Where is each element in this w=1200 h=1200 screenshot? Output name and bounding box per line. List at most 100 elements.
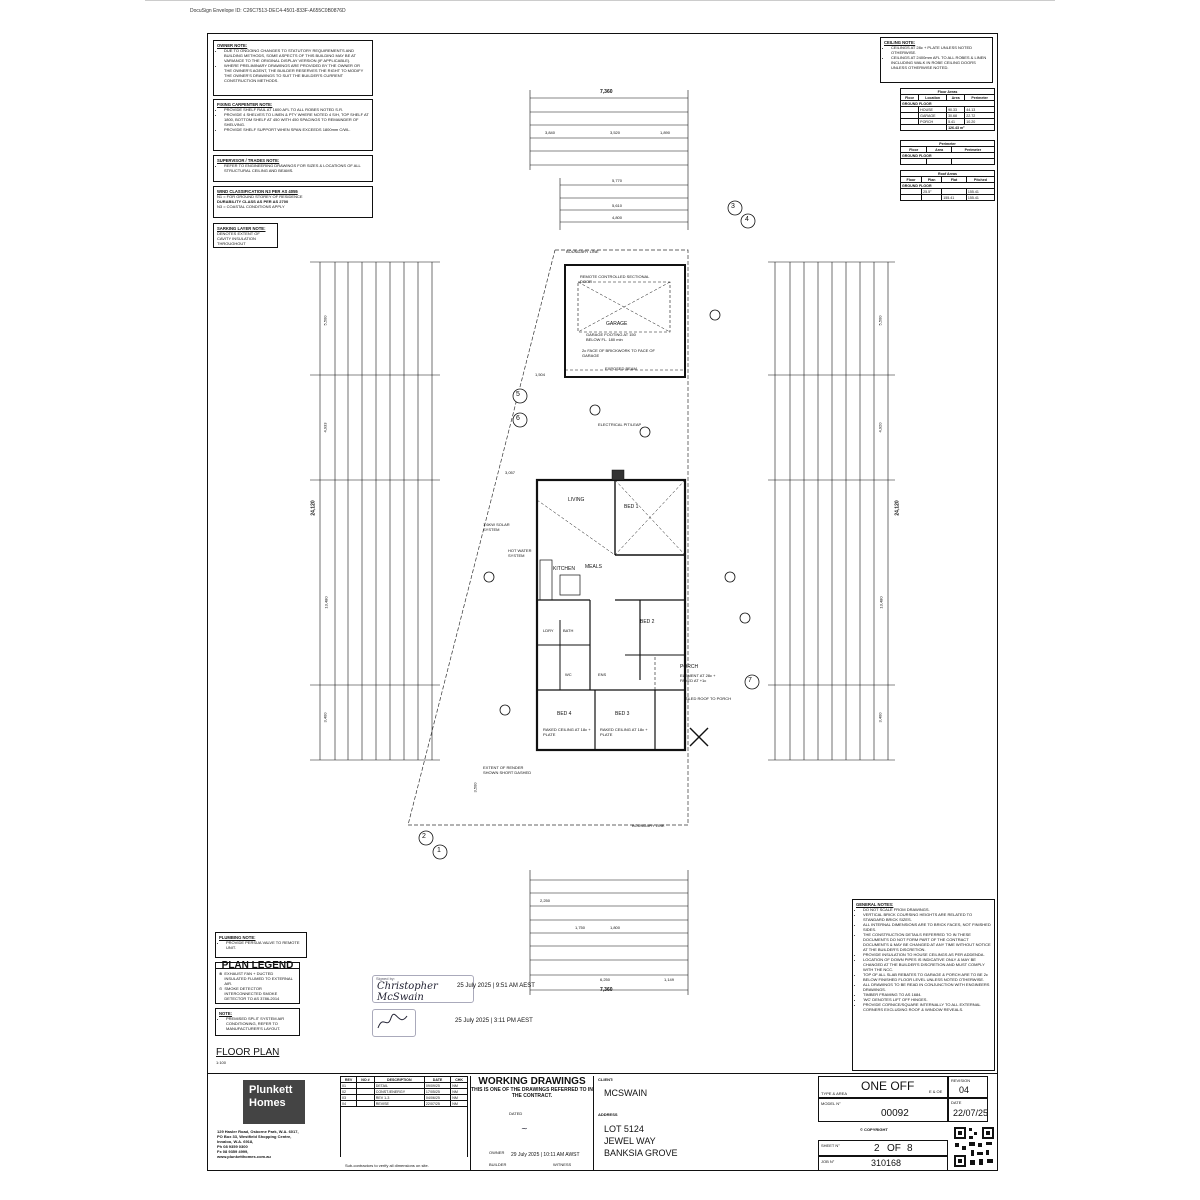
date-cell: DATE 22/07/25 bbox=[948, 1098, 988, 1122]
drawing-sheet bbox=[207, 33, 998, 1171]
garage-walls bbox=[564, 264, 686, 378]
dim-top-2: 3,520 bbox=[610, 130, 621, 135]
dim-garage-opening-inner: 4,800 bbox=[612, 215, 623, 220]
dim-top-1: 3,840 bbox=[545, 130, 556, 135]
supervisor-note-item: REFER TO ENGINEERING DRAWINGS FOR SIZES … bbox=[224, 163, 369, 173]
address-line: Fx 08 9359 4999, bbox=[217, 1149, 249, 1154]
general-note-item: ALL DRAWINGS TO BE READ IN CONJUNCTION W… bbox=[863, 982, 991, 992]
signature-date-2: 25 July 2025 | 3:11 PM AEST bbox=[455, 1018, 533, 1024]
porch-note-label: ELEMENT AT 28c + PAVED AT +1c bbox=[680, 673, 716, 683]
dim-top-3: 1,890 bbox=[660, 130, 671, 135]
floor-area-total: 126.43 m² bbox=[946, 124, 995, 131]
site-address-line: BANKSIA GROVE bbox=[604, 1148, 678, 1158]
room-label-bed4: BED 4 bbox=[557, 711, 572, 717]
boundary-line bbox=[407, 249, 689, 826]
section-marker-1 bbox=[432, 844, 448, 860]
dim-setback-garage: 1,504 bbox=[535, 372, 546, 377]
sheet-label: SHEET N° bbox=[821, 1143, 840, 1148]
eoe-label: E & OE bbox=[929, 1089, 943, 1094]
dim-right-3: 13,480 bbox=[878, 596, 884, 609]
sheet-total: 8 bbox=[907, 1143, 913, 1154]
section-marker-5 bbox=[512, 388, 528, 404]
owner-note: OWNER NOTE: DUE TO ONGOING CHANGES TO ST… bbox=[213, 40, 373, 96]
section-marker-4 bbox=[740, 213, 756, 229]
house-walls bbox=[535, 478, 687, 752]
sarking-note: SARKING LAYER NOTE: DENOTES EXTENT OF CA… bbox=[213, 223, 278, 248]
witness-label: WITNESS bbox=[553, 1162, 572, 1167]
signature-label: Signed by: bbox=[376, 976, 395, 981]
model-cell: MODEL N° 00092 bbox=[818, 1098, 948, 1122]
section-marker-7 bbox=[744, 674, 760, 690]
hot-water-unit bbox=[611, 469, 625, 481]
table-cell bbox=[921, 194, 943, 201]
electrical-label: ELECTRICAL PIT/LEAP bbox=[598, 422, 642, 427]
wind-note-line: N3 = COASTAL CONDITIONS APPLY bbox=[217, 204, 285, 209]
model-label: MODEL N° bbox=[821, 1101, 841, 1106]
dim-garage-opening: 5,610 bbox=[612, 203, 623, 208]
dim-bottom-1: 2,250 bbox=[540, 898, 551, 903]
signature-date-1: 25 July 2025 | 9:51 AM AEST bbox=[457, 983, 535, 989]
marker-label: 5 bbox=[516, 391, 520, 398]
owner-note-title: OWNER NOTE: bbox=[217, 43, 248, 48]
marker-label: 4 bbox=[745, 216, 749, 223]
dim-left-2: 4,933 bbox=[322, 422, 328, 433]
signature-date-3: 29 July 2025 | 10:11 AM AWST bbox=[511, 1152, 580, 1158]
plumbing-note: PLUMBING NOTE: PROVIDE PERSUA VALVE TO R… bbox=[215, 932, 307, 958]
address-line: Innaloo, W.A. 6918, bbox=[217, 1139, 254, 1144]
sheet-cell: SHEET N° 2 OF 8 bbox=[818, 1140, 948, 1156]
extent-render-label: EXTENT OF RENDER SHOWN SHORT DASHED bbox=[483, 765, 532, 775]
plumbing-note-title: PLUMBING NOTE: bbox=[219, 935, 256, 940]
company-name: Plunkett Homes bbox=[249, 1084, 293, 1109]
supervisor-note-title: SUPERVISOR / TRADES NOTE: bbox=[217, 158, 280, 163]
boundary-label-bottom: BOUNDARY LINE bbox=[632, 823, 665, 828]
general-note-item: PROVIDE INSULATION TO HOUSE CEILINGS AS … bbox=[863, 952, 991, 957]
carpenter-note-item: PROVIDE 4 SHELVES TO LINEN & PTY WHERE N… bbox=[224, 112, 369, 127]
carpenter-note-item: PROVIDE SHELF RAIL AT 1600 AFL TO ALL RO… bbox=[224, 107, 369, 112]
owner-note-item: WHERE PRELIMINARY DRAWINGS ARE PROVIDED … bbox=[224, 63, 369, 83]
carpenter-note-item: PROVIDE SHELF SUPPORT WHEN SPAN EXCEEDS … bbox=[224, 127, 369, 132]
date-label: DATE bbox=[951, 1100, 962, 1105]
solar-label: 1.6KW SOLAR SYSTEM bbox=[483, 522, 510, 532]
address-line: Ph 08 9359 0300 bbox=[217, 1144, 248, 1149]
table-cell: 22/07/25 bbox=[423, 1100, 452, 1107]
address-line: PO Box 33, Westfield Shopping Centre, bbox=[217, 1134, 292, 1139]
boundary-label-top: BOUNDARY LINE bbox=[566, 249, 599, 254]
kitchen-island bbox=[559, 574, 581, 596]
section-marker-3 bbox=[727, 200, 743, 216]
type-label: TYPE & AREA bbox=[821, 1091, 848, 1096]
perimeter-table: Perimeter Floor Area Perimeter GROUND FL… bbox=[899, 140, 996, 165]
dim-left-1: 5,500 bbox=[322, 315, 328, 326]
roof-areas-table: Roof Areas Floor Plan Flat Pitched GROUN… bbox=[899, 170, 996, 201]
dim-left-4: 3,400 bbox=[322, 712, 328, 723]
elevation-marker bbox=[724, 571, 736, 583]
table-row bbox=[899, 158, 996, 165]
marker-label: 7 bbox=[748, 677, 752, 684]
elevation-marker bbox=[483, 571, 495, 583]
room-label-bed2: BED 2 bbox=[640, 619, 655, 625]
exposed-beam-label: EXPOSED BEAM bbox=[605, 366, 637, 371]
plan-legend: PLAN LEGEND ⊗EXHAUST FAN + DUCTED INSULA… bbox=[215, 961, 300, 1004]
revision-value: 04 bbox=[959, 1085, 970, 1095]
dated-label: DATED bbox=[509, 1111, 523, 1116]
subcontractor-note: Sub-contractors to verify all dimensions… bbox=[345, 1163, 429, 1168]
model-value: 00092 bbox=[881, 1108, 909, 1119]
dim-left-3: 13,480 bbox=[323, 596, 329, 609]
general-note-item: DO NOT SCALE FROM DRAWINGS. bbox=[863, 907, 991, 912]
job-number: 310168 bbox=[871, 1158, 902, 1168]
table-cell: 04 bbox=[339, 1100, 358, 1107]
dim-garage-width: 5,770 bbox=[612, 178, 623, 183]
room-label-ldry: LDRY bbox=[543, 628, 554, 633]
marker-label: 2 bbox=[422, 833, 426, 840]
wind-note-line: N1 = FOR GROUND STOREY OF RESIDENCE bbox=[217, 194, 303, 199]
type-cell: TYPE & AREA ONE OFF E & OE bbox=[818, 1076, 948, 1098]
page-top-edge bbox=[145, 0, 1055, 1]
owner-label: OWNER bbox=[489, 1150, 505, 1155]
client-label: CLIENT: bbox=[598, 1077, 614, 1082]
job-label: JOB N° bbox=[821, 1159, 835, 1164]
floor-areas-table: Floor Areas Floor Location Area Perimete… bbox=[899, 88, 995, 131]
qr-code-icon bbox=[953, 1126, 995, 1168]
general-note-item: TOP OF ALL SLAB REBATES TO GARAGE & PORC… bbox=[863, 972, 991, 982]
